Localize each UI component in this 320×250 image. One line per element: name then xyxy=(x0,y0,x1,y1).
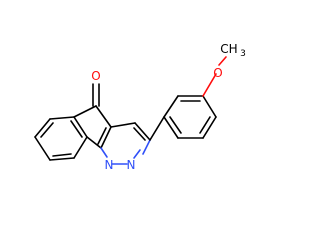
oxygen-label: O xyxy=(91,69,100,83)
chemical-structure-diagram: O N N O CH 3 xyxy=(34,42,246,172)
bond xyxy=(110,122,136,128)
double-bond-inner xyxy=(199,116,211,134)
oxygen-label: O xyxy=(213,66,222,80)
methyl-label: CH 3 xyxy=(220,42,246,59)
bond xyxy=(202,95,217,118)
ether-oxygen-label: O xyxy=(213,66,222,80)
nitrogen-label: N xyxy=(127,158,136,172)
bond xyxy=(202,116,217,139)
double-bond-inner xyxy=(169,116,182,134)
bond xyxy=(73,105,97,118)
bond-to-nitrogen xyxy=(100,147,108,158)
ether-bond xyxy=(218,56,227,66)
methyl-label-text: CH xyxy=(220,42,237,56)
bond xyxy=(49,157,75,161)
pyridazine-ring xyxy=(100,122,151,165)
bond xyxy=(49,116,75,120)
double-bond-inner xyxy=(40,122,54,138)
methyl-subscript: 3 xyxy=(240,49,246,59)
double-bond-nitrogen xyxy=(133,149,141,159)
nitrogen-labels: N N xyxy=(105,158,136,172)
benzo-ring xyxy=(34,116,88,161)
carbonyl-oxygen-label: O xyxy=(91,69,100,83)
bond xyxy=(100,126,112,149)
cyclopentanone-ring xyxy=(73,83,112,149)
aryl-link-bond xyxy=(149,116,165,141)
double-bond-inner xyxy=(97,127,107,145)
ether-bond xyxy=(202,73,217,97)
bond xyxy=(95,105,112,128)
bond xyxy=(163,116,179,139)
bond xyxy=(34,136,51,161)
nitrogen-label: N xyxy=(105,158,114,172)
molecule-canvas: O N N O CH 3 xyxy=(34,42,246,172)
bond xyxy=(134,122,151,141)
bond xyxy=(86,136,102,149)
bond xyxy=(73,116,88,138)
bond xyxy=(34,118,51,138)
bond xyxy=(73,136,88,159)
bond xyxy=(163,95,179,118)
double-bond-inner xyxy=(70,120,83,138)
double-bond-inner xyxy=(133,127,146,141)
bond-to-nitrogen xyxy=(142,139,151,155)
methoxyphenyl-ring xyxy=(163,56,227,139)
double-bond-inner xyxy=(52,153,72,157)
